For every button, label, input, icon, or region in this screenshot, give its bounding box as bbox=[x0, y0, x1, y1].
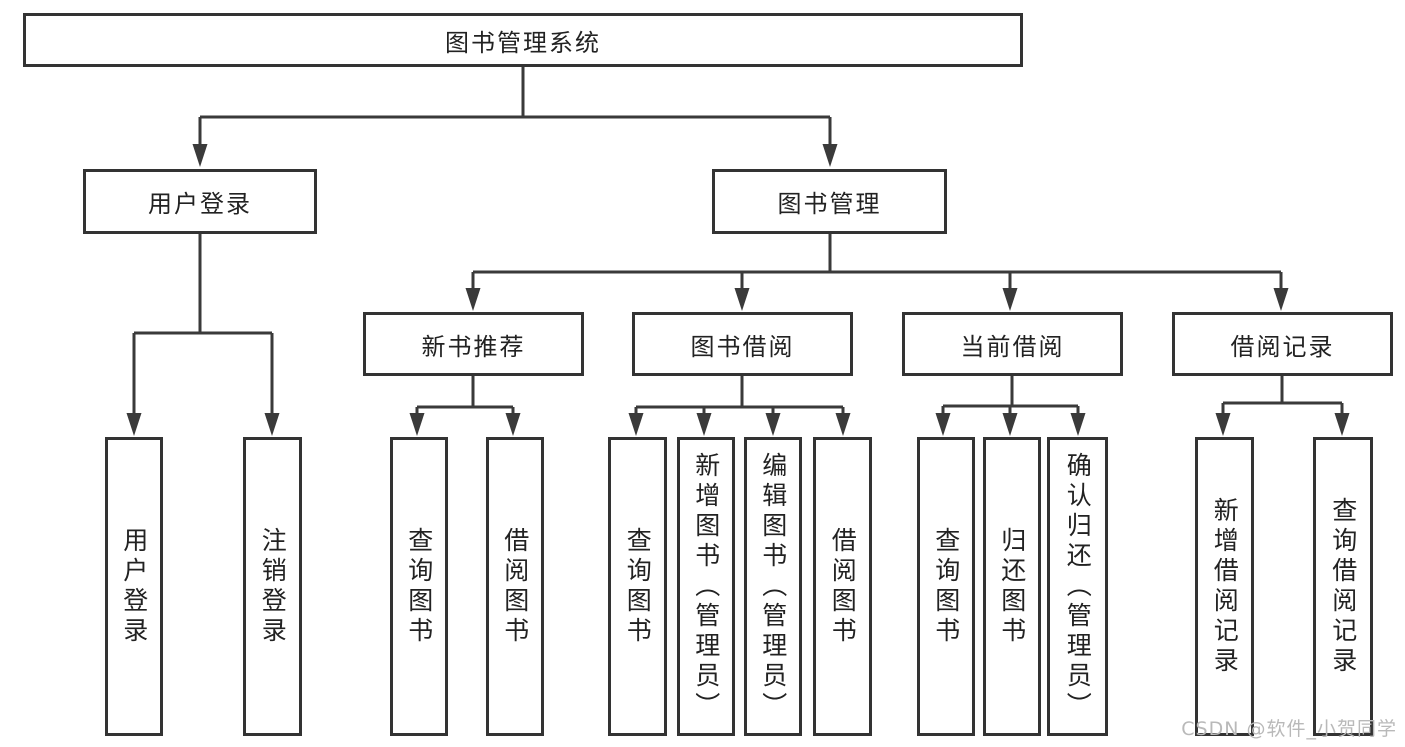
connectors-current-borrow bbox=[941, 376, 1080, 418]
node-root-system: 图书管理系统 bbox=[23, 13, 1023, 67]
connectors-root bbox=[198, 67, 832, 149]
connectors-book-mgmt bbox=[471, 234, 1283, 293]
connectors-user-login bbox=[132, 234, 274, 418]
node-current-borrow: 当前借阅 bbox=[902, 312, 1123, 376]
connectors-new-book-rec bbox=[415, 376, 515, 418]
connectors-book-borrow bbox=[634, 376, 845, 418]
leaf-cb-query-book: 查询图书 bbox=[917, 437, 975, 736]
leaf-nbr-query-book: 查询图书 bbox=[390, 437, 448, 736]
leaf-bb-add-book-admin: 新增图书（管理员） bbox=[677, 437, 735, 736]
node-book-management: 图书管理 bbox=[712, 169, 947, 234]
leaf-logout: 注销登录 bbox=[243, 437, 302, 736]
node-borrow-record: 借阅记录 bbox=[1172, 312, 1393, 376]
leaf-user-login: 用户登录 bbox=[105, 437, 163, 736]
node-user-login: 用户登录 bbox=[83, 169, 317, 234]
node-book-borrow: 图书借阅 bbox=[632, 312, 853, 376]
csdn-watermark: CSDN @软件_小贺同学 bbox=[1181, 718, 1397, 740]
leaf-bb-borrow-book: 借阅图书 bbox=[813, 437, 872, 736]
leaf-bb-query-book: 查询图书 bbox=[608, 437, 667, 736]
leaf-cb-confirm-return-admin: 确认归还（管理员） bbox=[1047, 437, 1108, 736]
leaf-br-add-record: 新增借阅记录 bbox=[1195, 437, 1254, 736]
node-new-book-recommend: 新书推荐 bbox=[363, 312, 584, 376]
leaf-bb-edit-book-admin: 编辑图书（管理员） bbox=[744, 437, 802, 736]
connectors-borrow-record bbox=[1221, 376, 1344, 418]
leaf-nbr-borrow-book: 借阅图书 bbox=[486, 437, 544, 736]
leaf-cb-return-book: 归还图书 bbox=[983, 437, 1041, 736]
leaf-br-query-record: 查询借阅记录 bbox=[1313, 437, 1373, 736]
